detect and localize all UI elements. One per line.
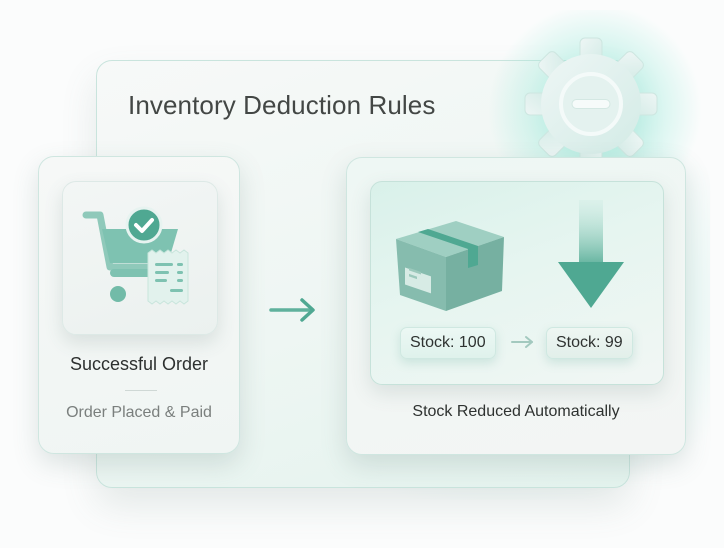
arrow-right-icon [511, 336, 533, 348]
stock-card-caption: Stock Reduced Automatically [412, 403, 620, 420]
divider [125, 390, 157, 391]
arrow-down-icon [558, 200, 624, 308]
gear-minus-icon [524, 37, 658, 171]
order-card-subtitle: Order Placed & Paid [66, 404, 212, 421]
page-title: Inventory Deduction Rules [128, 90, 436, 120]
order-card-title: Successful Order [69, 354, 209, 374]
package-box-icon [396, 221, 504, 311]
receipt-icon [147, 249, 189, 305]
stock-before-badge: Stock: 100 [400, 327, 496, 359]
stock-after-badge: Stock: 99 [546, 327, 633, 359]
shopping-cart-check-icon [82, 206, 189, 305]
arrow-right-icon [269, 298, 315, 322]
